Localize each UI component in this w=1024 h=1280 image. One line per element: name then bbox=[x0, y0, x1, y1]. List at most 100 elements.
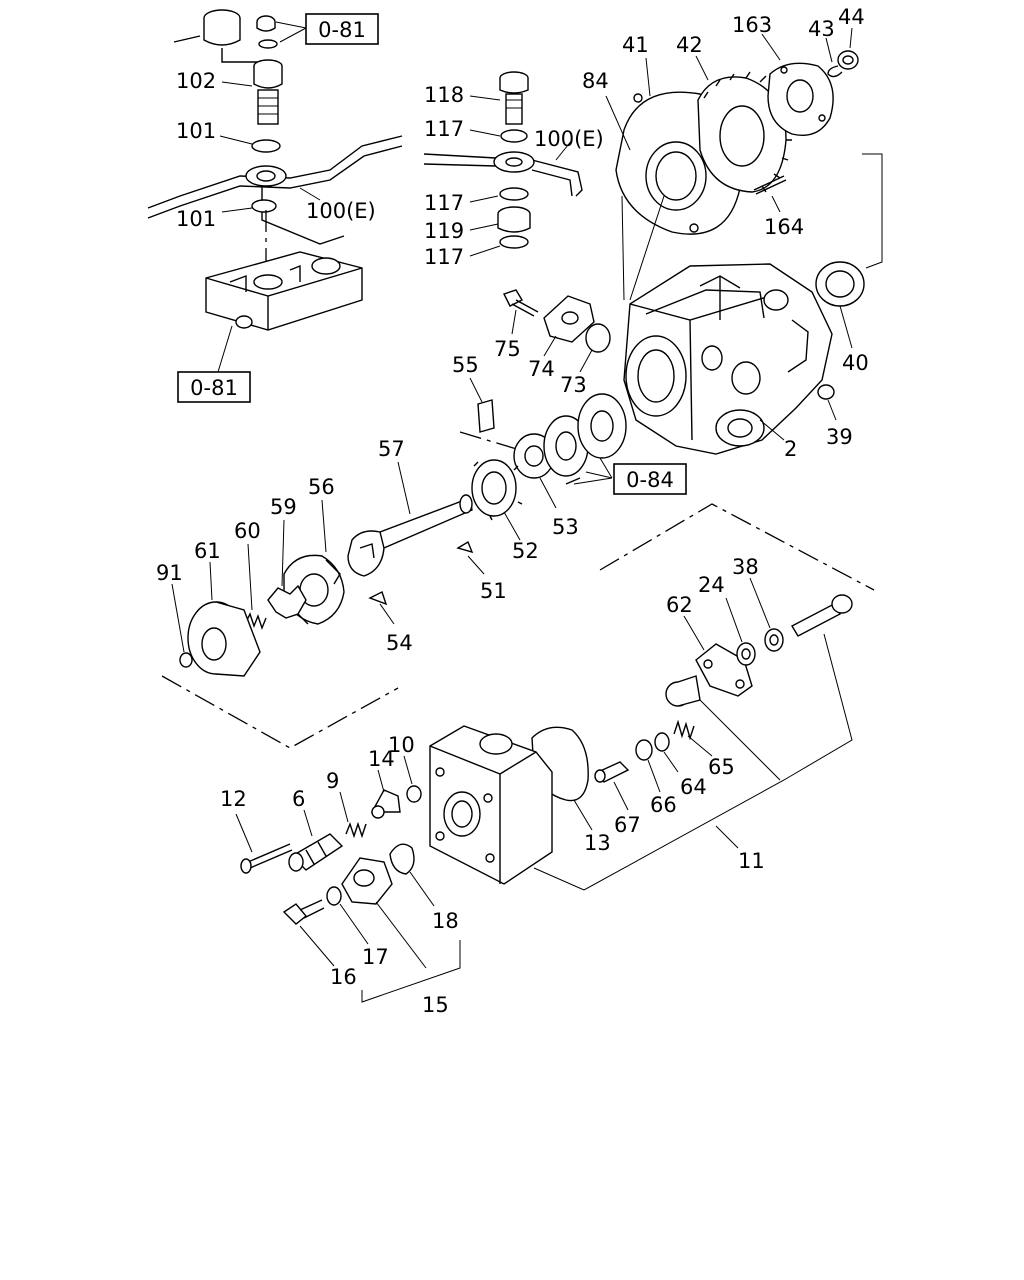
part-9-spring bbox=[345, 821, 367, 839]
part-57-drive-shaft bbox=[347, 494, 473, 577]
callout-119: 119 bbox=[424, 219, 464, 243]
callout-60: 60 bbox=[234, 519, 261, 543]
ref-label-top: 0-81 bbox=[318, 18, 366, 42]
ref-box-mid[interactable]: 0-81 bbox=[177, 371, 251, 403]
callout-17: 17 bbox=[362, 945, 389, 969]
part-61-governor-sleeve bbox=[187, 601, 261, 677]
part-100-fuel-pipe-right bbox=[423, 151, 583, 197]
part-65-spring bbox=[673, 719, 695, 741]
callout-75: 75 bbox=[494, 337, 521, 361]
part-51-key bbox=[456, 540, 474, 554]
part-75-bolt bbox=[503, 289, 539, 317]
callout-164: 164 bbox=[764, 215, 804, 239]
callout-101-top: 101 bbox=[176, 119, 216, 143]
ref-box-top[interactable]: 0-81 bbox=[305, 13, 379, 45]
part-14-valve bbox=[370, 789, 401, 819]
callout-59: 59 bbox=[270, 495, 297, 519]
callout-13: 13 bbox=[584, 831, 611, 855]
callout-2: 2 bbox=[784, 437, 797, 461]
cover-block bbox=[205, 251, 363, 331]
callout-57: 57 bbox=[378, 437, 405, 461]
callout-18: 18 bbox=[432, 909, 459, 933]
callout-117-c: 117 bbox=[424, 245, 464, 269]
callout-55: 55 bbox=[452, 353, 479, 377]
part-60-spring bbox=[245, 612, 267, 631]
callout-9: 9 bbox=[326, 769, 339, 793]
bracket-15 bbox=[361, 940, 461, 1003]
bracket-right bbox=[862, 153, 883, 269]
part-12-screw bbox=[240, 843, 293, 874]
part-66-washer bbox=[635, 739, 653, 761]
part-6-valve-body bbox=[288, 833, 344, 872]
callout-102: 102 bbox=[176, 69, 216, 93]
callout-91: 91 bbox=[156, 561, 183, 585]
callout-117-a: 117 bbox=[424, 117, 464, 141]
part-18-o-ring bbox=[389, 843, 415, 875]
part-118-bolt bbox=[499, 71, 529, 125]
hydraulic-head-block bbox=[429, 725, 553, 885]
ref-label-mid: 0-81 bbox=[190, 376, 238, 400]
part-67-pin bbox=[594, 761, 630, 783]
callout-41: 41 bbox=[622, 33, 649, 57]
callout-101-bottom: 101 bbox=[176, 207, 216, 231]
part-117-washer-a bbox=[500, 129, 528, 143]
callout-14: 14 bbox=[368, 747, 395, 771]
callout-61: 61 bbox=[194, 539, 221, 563]
part-55-key bbox=[477, 399, 495, 433]
callout-42: 42 bbox=[676, 33, 703, 57]
part-17-washer bbox=[326, 886, 342, 906]
part-119-spacer bbox=[497, 206, 531, 233]
callout-84: 84 bbox=[582, 69, 609, 93]
nut-and-washer bbox=[256, 15, 278, 49]
callout-10: 10 bbox=[388, 733, 415, 757]
sensor-connector bbox=[173, 9, 260, 63]
plate-pair-0-84 bbox=[543, 393, 627, 485]
callout-52: 52 bbox=[512, 539, 539, 563]
part-73-o-ring bbox=[585, 323, 611, 353]
part-52-gear-hub bbox=[471, 459, 523, 521]
callout-73: 73 bbox=[560, 373, 587, 397]
part-38-washer bbox=[764, 628, 784, 652]
callout-67: 67 bbox=[614, 813, 641, 837]
part-15-delivery-cap bbox=[341, 857, 393, 905]
callout-54: 54 bbox=[386, 631, 413, 655]
part-44-nut bbox=[837, 50, 859, 70]
callout-11: 11 bbox=[738, 849, 765, 873]
dash-left bbox=[161, 675, 399, 749]
callout-74: 74 bbox=[528, 357, 555, 381]
callout-118: 118 bbox=[424, 83, 464, 107]
ref-box-right[interactable]: 0-84 bbox=[613, 463, 687, 495]
dash-right bbox=[599, 503, 875, 591]
part-24-washer bbox=[736, 642, 756, 666]
part-164-screw bbox=[753, 175, 787, 195]
part-64-washer bbox=[654, 732, 670, 752]
callout-163: 163 bbox=[732, 13, 772, 37]
leader-flange-to-housing bbox=[621, 195, 665, 301]
callout-65: 65 bbox=[708, 755, 735, 779]
callout-15: 15 bbox=[422, 993, 449, 1017]
callout-66: 66 bbox=[650, 793, 677, 817]
callout-62: 62 bbox=[666, 593, 693, 617]
callout-24: 24 bbox=[698, 573, 725, 597]
callout-53: 53 bbox=[552, 515, 579, 539]
part-91-plug bbox=[179, 652, 193, 668]
part-16-bolt bbox=[282, 899, 325, 925]
part-59-flyweight bbox=[267, 584, 307, 619]
callout-44: 44 bbox=[838, 5, 865, 29]
part-39-nut bbox=[817, 384, 835, 400]
part-2-pump-housing bbox=[623, 263, 833, 455]
callout-39: 39 bbox=[826, 425, 853, 449]
callout-12: 12 bbox=[220, 787, 247, 811]
callout-40: 40 bbox=[842, 351, 869, 375]
callout-117-b: 117 bbox=[424, 191, 464, 215]
part-117-washer-c bbox=[499, 235, 529, 249]
part-101-washer-top bbox=[251, 139, 281, 153]
part-117-washer-b bbox=[499, 187, 529, 201]
part-40-bearing bbox=[815, 261, 865, 307]
part-74-cover-plate bbox=[543, 295, 595, 343]
part-102-valve bbox=[253, 59, 283, 125]
part-54-key bbox=[368, 591, 388, 606]
part-bolt-upper-right bbox=[791, 594, 853, 637]
callout-43: 43 bbox=[808, 17, 835, 41]
callout-56: 56 bbox=[308, 475, 335, 499]
